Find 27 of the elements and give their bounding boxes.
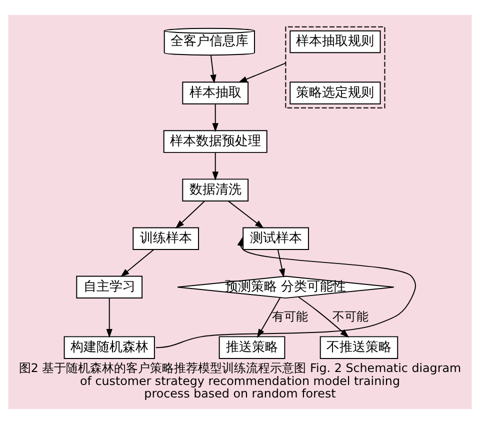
cluster xyxy=(285,26,386,108)
arrow xyxy=(212,152,218,181)
arrow xyxy=(257,297,281,338)
arrow xyxy=(277,249,286,278)
edge-label: 有可能 xyxy=(272,309,308,324)
arrow xyxy=(212,104,218,132)
node-box: 训练样本 xyxy=(132,227,199,250)
arrow xyxy=(120,249,154,278)
node-box: 策略选定规则 xyxy=(290,82,381,104)
arrow xyxy=(175,200,205,229)
node-box: 自主学习 xyxy=(76,276,143,299)
node-box: 不推送策略 xyxy=(320,336,398,359)
arrow xyxy=(106,298,112,338)
arrow xyxy=(228,200,264,228)
node-box: 样本抽取规则 xyxy=(290,30,381,54)
edge-label: 不可能 xyxy=(332,309,369,324)
node-box: 推送策略 xyxy=(218,336,286,359)
node-box: 样本抽取 xyxy=(182,82,249,104)
node-box: 测试样本 xyxy=(242,227,309,250)
caption: 图2 基于随机森林的客户策略推荐模型训练流程示意图 Fig. 2 Schematic diagram of customer strategy recommendation model training process based on random forest xyxy=(18,360,462,401)
node-box: 数据清洗 xyxy=(182,178,249,202)
arrow xyxy=(298,296,350,338)
node-box: 样本数据预处理 xyxy=(163,130,268,153)
arrow xyxy=(238,62,286,83)
arrow xyxy=(210,54,216,84)
arrow xyxy=(155,237,416,348)
node-box: 构建随机森林 xyxy=(64,336,155,359)
